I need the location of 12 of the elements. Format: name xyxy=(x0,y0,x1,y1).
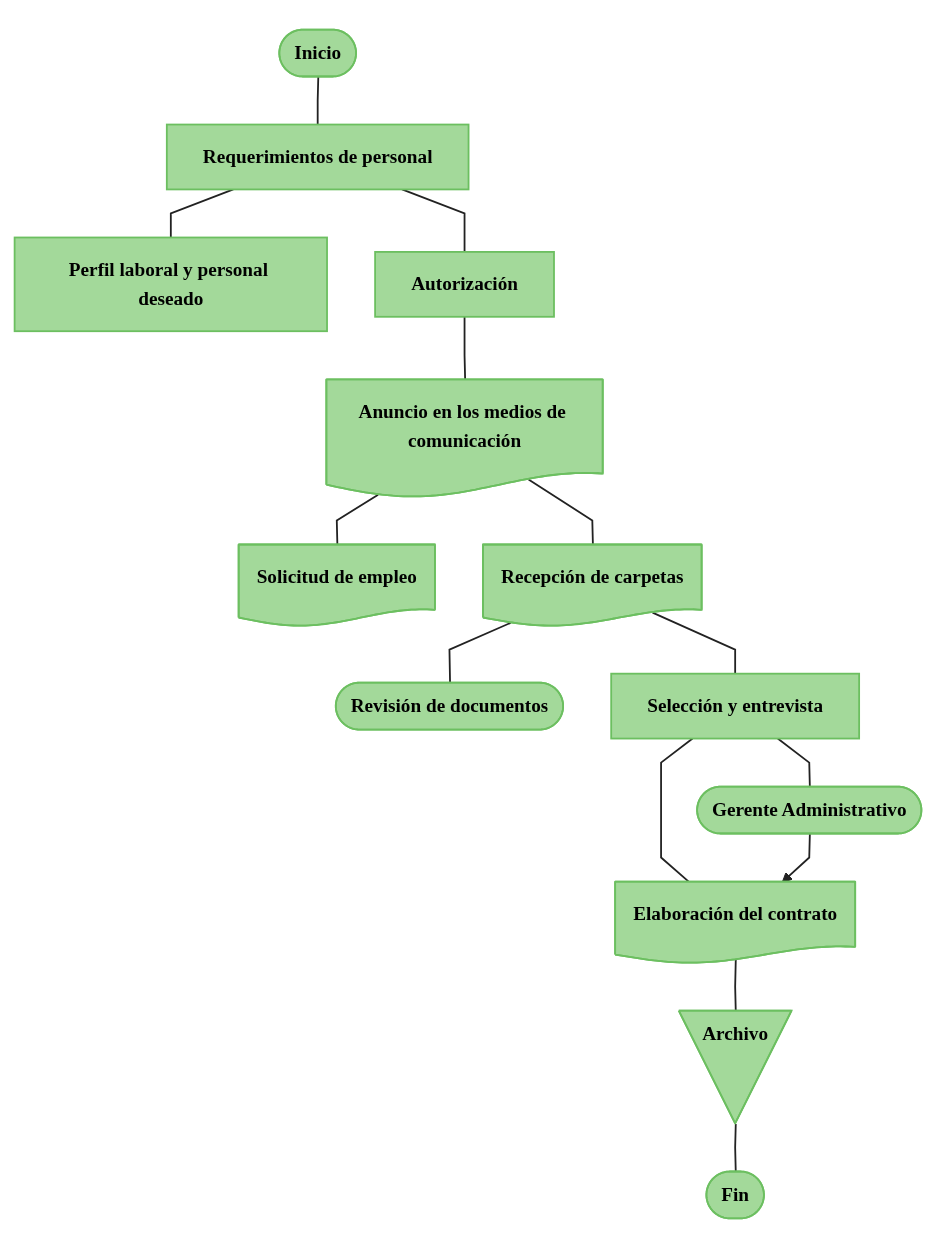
connector xyxy=(169,188,235,238)
connector xyxy=(776,737,811,788)
connector xyxy=(734,1122,737,1173)
connector xyxy=(316,75,320,125)
connector xyxy=(734,958,737,1012)
node-box: Selección y entrevista xyxy=(610,672,861,739)
connector xyxy=(401,188,466,253)
node-box: Perfil laboral y personal deseado xyxy=(13,236,328,332)
connector xyxy=(448,621,512,684)
node-box: Autorización xyxy=(374,250,555,318)
node-box: Requerimientos de personal xyxy=(165,123,470,190)
connector xyxy=(651,611,737,675)
